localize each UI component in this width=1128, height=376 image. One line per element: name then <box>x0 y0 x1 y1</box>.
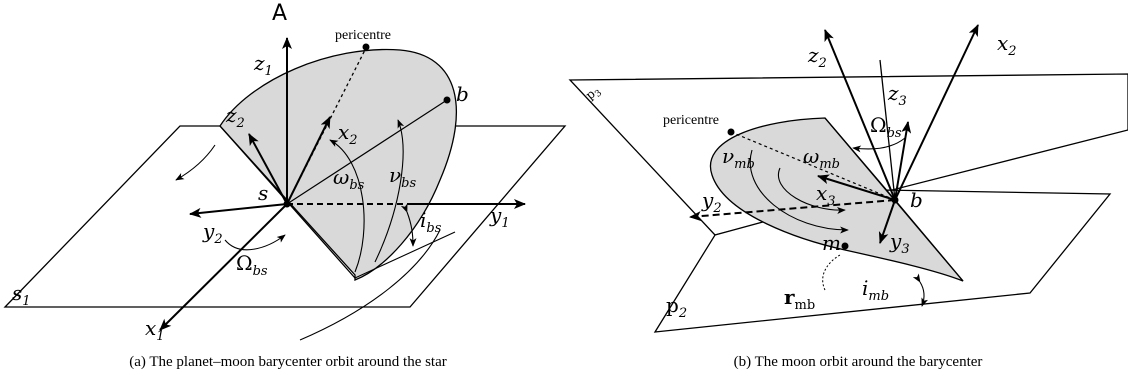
label-y1: y1 <box>489 203 510 231</box>
orbit-ellipse <box>219 48 458 281</box>
label-x2b: x2 <box>997 31 1017 59</box>
r-pointer <box>822 254 841 291</box>
origin-s <box>283 200 291 208</box>
label-Omega: Ωbs <box>236 251 268 279</box>
axis-y2 <box>189 203 288 218</box>
axis-y3 <box>878 199 896 244</box>
label-A: A <box>272 1 287 26</box>
moon-pericentre-point <box>727 128 735 136</box>
label-moon-pericentre: pericentre <box>663 113 719 128</box>
label-nu: νbs <box>389 163 416 191</box>
label-y2: y2 <box>202 219 223 247</box>
axis-x2 <box>286 116 331 205</box>
nu-arc <box>374 119 405 263</box>
label-pericentre: pericentre <box>335 28 391 43</box>
caption-a: (a) The planet–moon barycenter orbit aro… <box>129 354 447 370</box>
point-b <box>443 96 451 104</box>
label-y2b: y2 <box>701 188 722 216</box>
apse-line <box>286 47 367 205</box>
omega-arc <box>329 139 365 273</box>
axis-x2b <box>894 24 979 201</box>
axis-z2 <box>248 133 288 205</box>
label-moon-omega: ωmb <box>803 144 840 172</box>
caption-b: (b) The moon orbit around the barycenter <box>734 354 983 370</box>
label-omega: ωbs <box>333 165 365 193</box>
label-s: s <box>258 181 268 205</box>
rotation-arc <box>175 144 216 181</box>
axis-x3 <box>817 174 896 201</box>
label-b: b <box>456 82 469 106</box>
axis-y2b <box>689 199 896 222</box>
axis-z3 <box>894 121 912 201</box>
moon-nu-arc <box>749 149 849 234</box>
incl-arc <box>400 203 417 247</box>
label-x1: x1 <box>145 316 165 344</box>
label-r: rmb <box>784 285 815 313</box>
panel-a: A z1 z2 x2 y1 y2 x1 s b s1 pericentre ωb… <box>3 1 567 370</box>
label-z2b: z2 <box>807 43 827 71</box>
label-moon-Omega: Ωbs <box>870 113 902 141</box>
axis-up <box>879 59 896 201</box>
axis-x1 <box>159 203 288 331</box>
Omega-arc <box>224 234 286 251</box>
label-incl: ibs <box>420 208 442 236</box>
incl-line <box>354 231 456 279</box>
label-b2: b <box>910 188 923 212</box>
label-m: m <box>822 231 841 255</box>
label-p2: p2 <box>666 293 687 321</box>
panel-b: z2 z3 x2 x3 y2 y3 b m p2 p3 pericentre ω… <box>568 24 1128 370</box>
label-y3: y3 <box>889 229 910 257</box>
label-x3: x3 <box>816 181 836 209</box>
moon-Omega-arc <box>852 137 906 153</box>
label-s1: s1 <box>12 281 31 309</box>
label-z2: z2 <box>225 103 245 131</box>
label-z3: z3 <box>887 81 907 109</box>
label-moon-incl: imb <box>862 276 889 304</box>
label-z1: z1 <box>253 51 273 79</box>
axis-z2b <box>824 29 896 201</box>
pericentre-point <box>362 43 370 51</box>
outer-arc <box>299 229 441 341</box>
moon-omega-arc <box>777 167 846 214</box>
radius-to-b <box>286 99 448 205</box>
label-x2: x2 <box>338 120 358 148</box>
point-m <box>841 242 849 250</box>
moon-incl-arc <box>912 273 929 307</box>
label-moon-nu: νmb <box>722 144 755 172</box>
